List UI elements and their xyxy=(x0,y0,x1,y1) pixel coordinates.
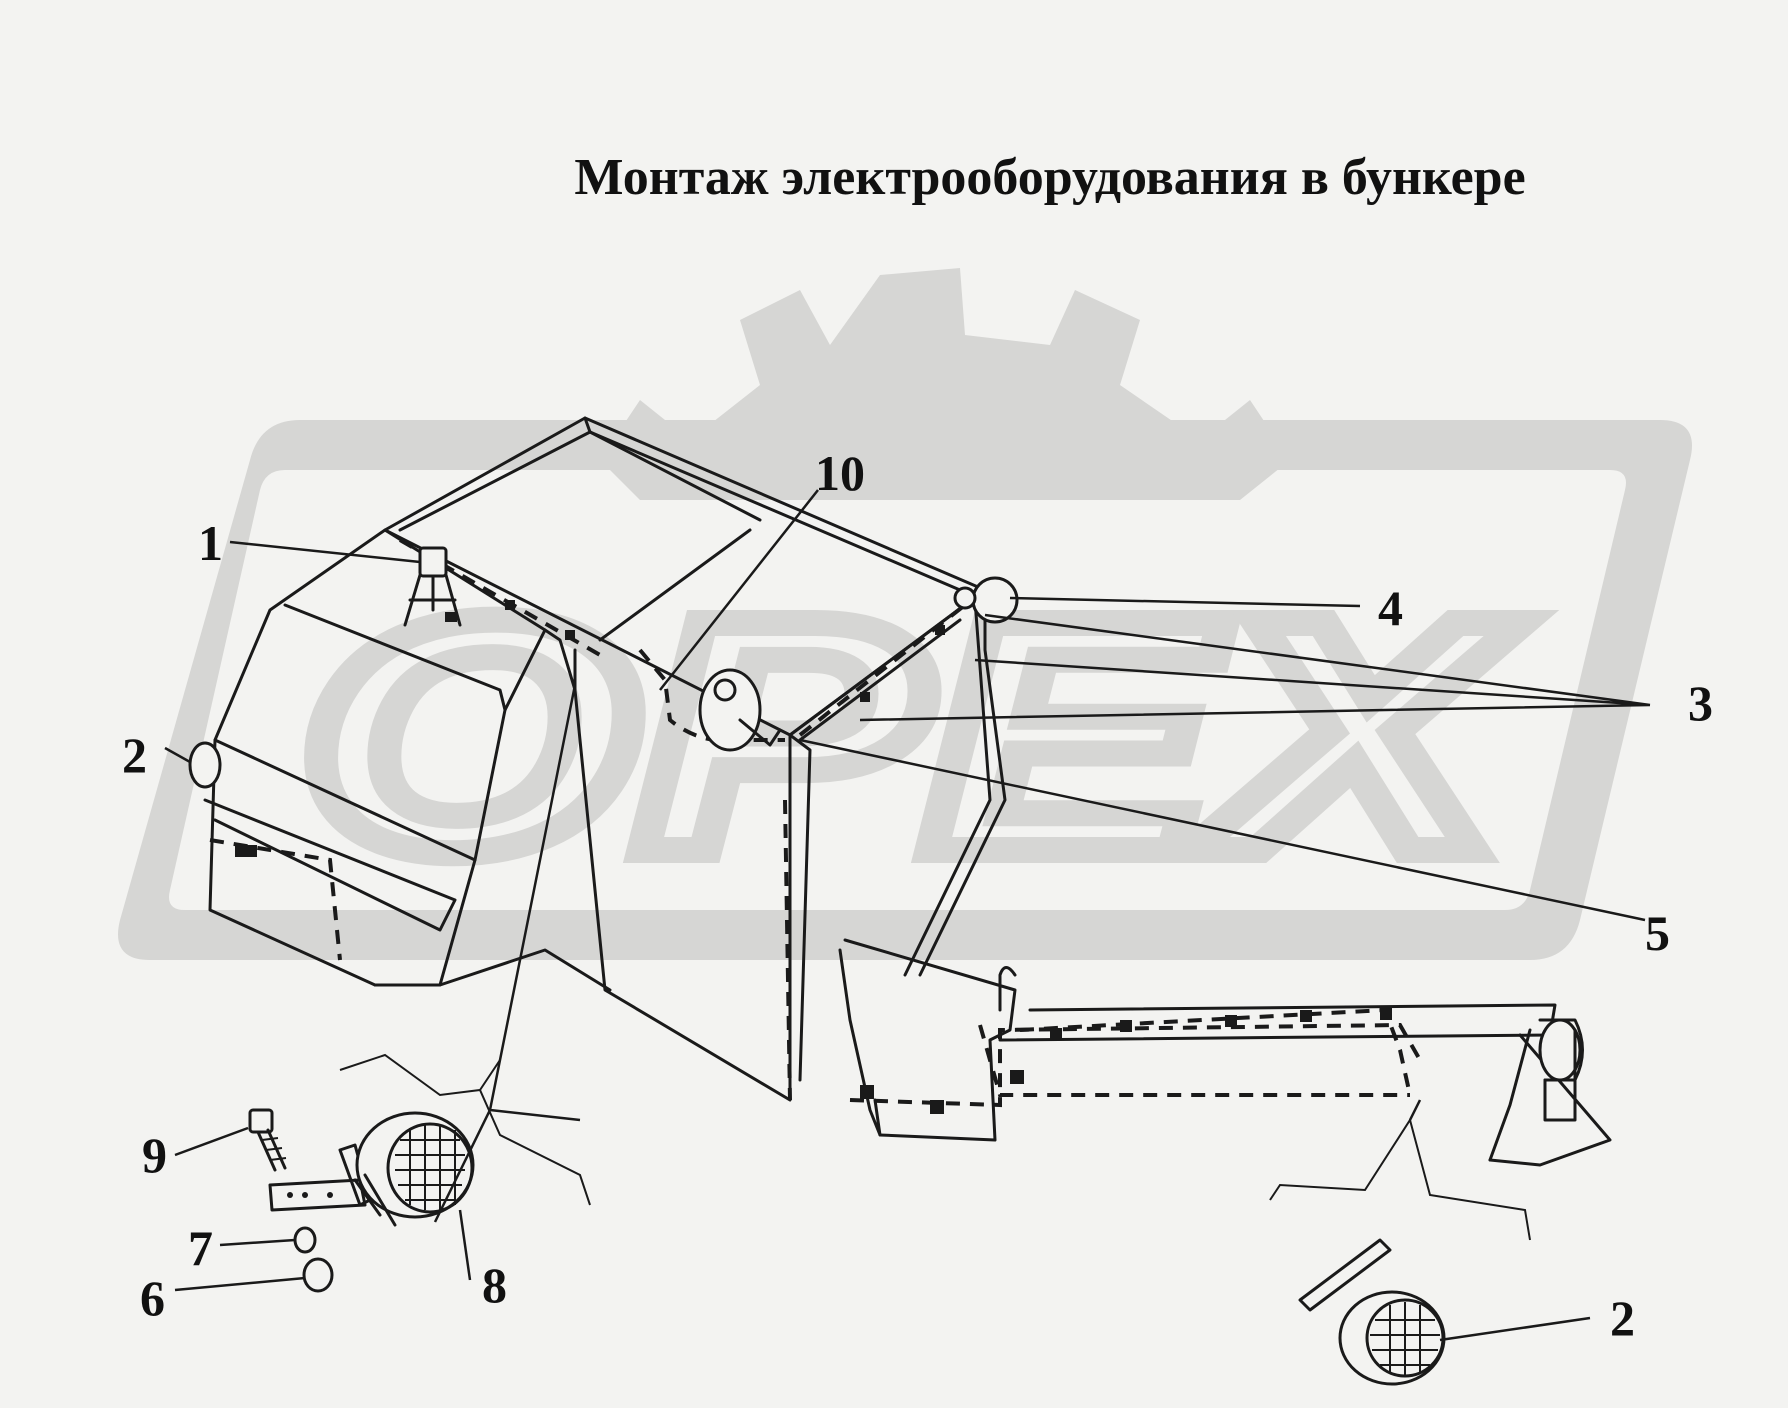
side-lamp-icon xyxy=(188,741,222,789)
callout-8: 8 xyxy=(482,1257,507,1313)
callout-10: 10 xyxy=(815,445,865,501)
beacon-lamp-icon xyxy=(403,546,462,627)
callout-6: 6 xyxy=(140,1270,165,1326)
components xyxy=(188,546,1392,1114)
callout-labels: 1 2 3 4 5 6 7 8 9 10 2 xyxy=(122,445,1713,1346)
work-lamp-detail-icon xyxy=(353,1111,475,1227)
rear-lamp-icon xyxy=(953,576,1019,624)
watermark-text: ОРЕХ xyxy=(300,551,1522,920)
callout-2-left: 2 xyxy=(122,727,147,783)
callout-4: 4 xyxy=(1378,580,1403,636)
washer-icon xyxy=(293,1226,317,1254)
callout-5: 5 xyxy=(1645,905,1670,961)
callout-7: 7 xyxy=(188,1220,213,1276)
detail-lamp-8-group xyxy=(248,1053,591,1293)
bracket-icon xyxy=(268,1143,372,1212)
watermark-logo: ОРЕХ xyxy=(118,268,1692,960)
callout-2-right: 2 xyxy=(1610,1290,1635,1346)
connector-blocks xyxy=(235,600,1392,1114)
callout-1: 1 xyxy=(198,515,223,571)
callout-3: 3 xyxy=(1688,675,1713,731)
work-lamp-icon xyxy=(698,668,782,752)
watermark-frame xyxy=(118,420,1692,960)
page-title: Монтаж электрооборудования в бункере xyxy=(574,149,1526,206)
callout-9: 9 xyxy=(142,1127,167,1183)
side-lamp-detail-icon xyxy=(1338,1290,1446,1386)
nut-icon xyxy=(302,1257,334,1293)
bolt-icon xyxy=(248,1108,287,1172)
leader-lines xyxy=(164,489,1651,1342)
